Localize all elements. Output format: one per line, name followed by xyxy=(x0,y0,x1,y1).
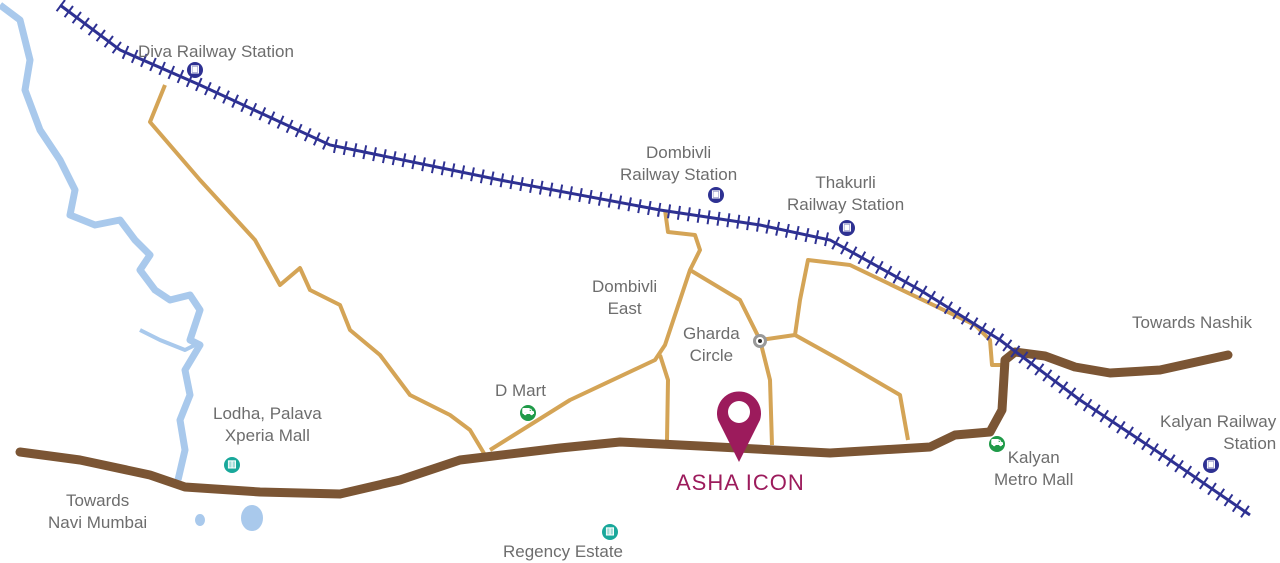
label-text: Circle xyxy=(689,346,734,365)
label-text: Station xyxy=(1223,434,1277,453)
train-icon: ▣ xyxy=(1203,457,1219,473)
label-text: Railway Station xyxy=(620,165,738,184)
label-text: East xyxy=(607,299,642,318)
shopping-cart-icon: ⛟ xyxy=(989,436,1005,452)
label-text: Kalyan Railway xyxy=(1160,412,1277,431)
label-text: Gharda xyxy=(683,324,740,343)
label-text: Lodha, Palava xyxy=(213,404,322,423)
project-name-label: ASHA ICON xyxy=(676,470,805,495)
label-regency-estate: Regency Estate xyxy=(503,541,623,563)
train-icon: ▣ xyxy=(708,187,724,203)
label-text: Dombivli xyxy=(592,277,658,296)
label-text: Kalyan xyxy=(1007,448,1060,467)
minor-roads xyxy=(148,84,1005,457)
label-text: D Mart xyxy=(495,381,546,400)
train-icon: ▣ xyxy=(187,62,203,78)
label-towards-nashik: Towards Nashik xyxy=(1132,312,1252,334)
label-text: Navi Mumbai xyxy=(48,513,148,532)
asha-icon-pin[interactable] xyxy=(717,391,762,462)
label-text: Dombivli xyxy=(645,143,712,162)
label-text: Railway Station xyxy=(787,195,905,214)
roundabout-icon xyxy=(753,334,767,348)
label-text: Metro Mall xyxy=(994,470,1074,489)
train-icon: ▣ xyxy=(839,220,855,236)
label-text: Thakurli xyxy=(815,173,876,192)
label-text: Diva Railway Station xyxy=(138,42,294,61)
label-text: Xperia Mall xyxy=(224,426,310,445)
label-text: Towards Nashik xyxy=(1132,313,1252,332)
label-text: Towards xyxy=(65,491,130,510)
railway-line xyxy=(55,0,1254,521)
mall-icon: ▥ xyxy=(224,457,240,473)
label-dmart: D Mart xyxy=(495,380,546,402)
label-text: Regency Estate xyxy=(503,542,624,561)
label-diva-station: Diva Railway Station xyxy=(138,41,294,63)
major-roads xyxy=(15,347,1233,499)
shopping-cart-icon: ⛟ xyxy=(520,405,536,421)
mall-icon: ▥ xyxy=(602,524,618,540)
river xyxy=(0,2,263,531)
